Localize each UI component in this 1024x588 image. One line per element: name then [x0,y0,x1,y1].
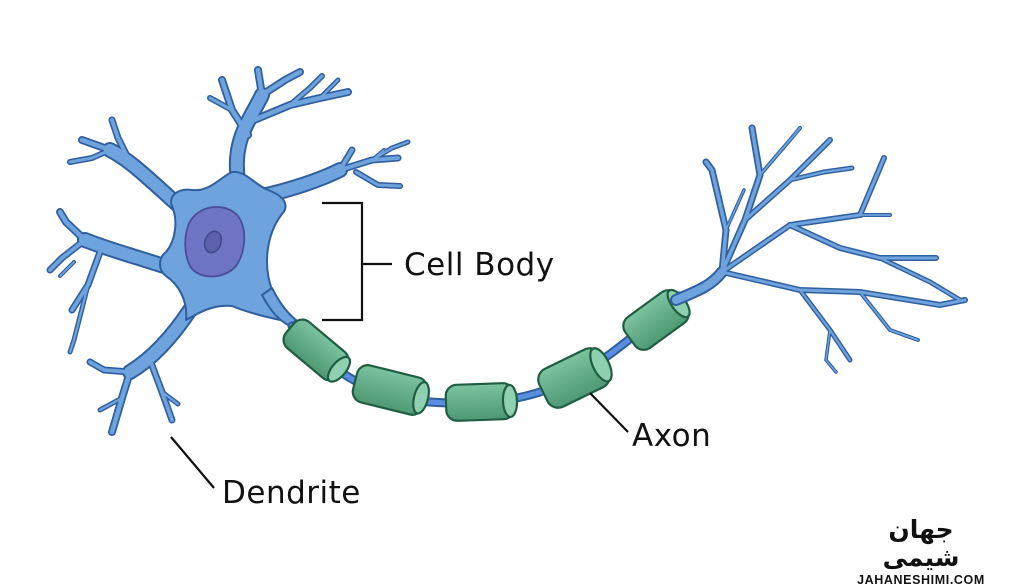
dendrite-label: Dendrite [222,475,361,511]
myelin-segment-3 [444,382,519,422]
cell-body-label: Cell Body [404,247,555,283]
myelin-segment-1 [282,318,352,383]
cell-body-bracket [322,201,392,322]
axon-leader-line [589,392,629,433]
axon-hillock [261,287,297,327]
dendrite-branches [46,66,411,436]
myelin-segment-4 [537,347,613,409]
watermark-title: جهان شیمی [882,515,960,572]
dendrite-leader-line [170,436,215,489]
axon-label: Axon [632,418,712,454]
myelin-segment-2 [351,364,430,416]
nucleus [184,205,246,278]
watermark-url: JAHANESHIMI.COM [857,573,985,587]
leader-lines [170,201,629,489]
neuron-diagram [46,66,968,489]
watermark-logo: جهان شیمی JAHANESHIMI.COM [846,516,996,588]
myelin-sheaths [282,288,691,422]
axon-terminals [670,124,968,374]
